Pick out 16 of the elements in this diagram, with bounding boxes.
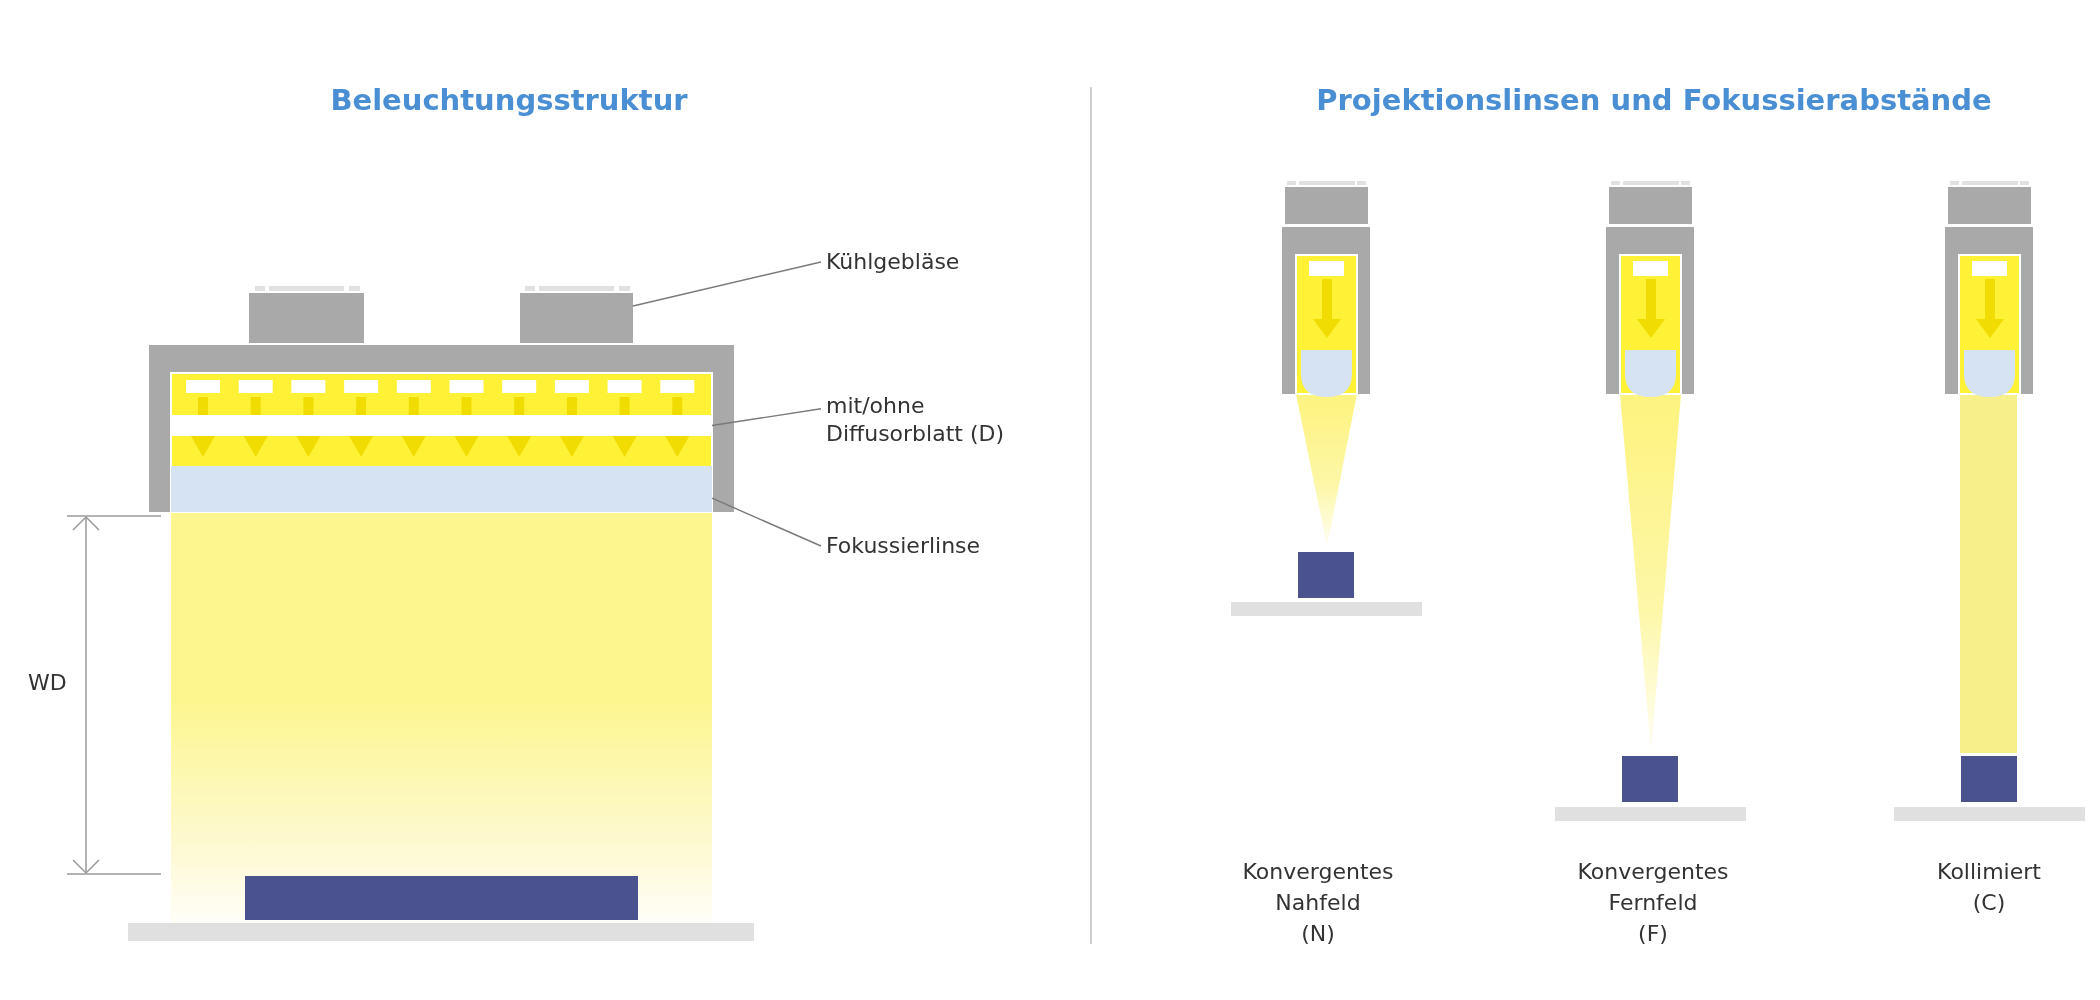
cooling-fan [249, 286, 364, 343]
section-heading: Beleuchtungsstruktur [330, 82, 688, 118]
leader-line [632, 261, 822, 307]
diffuser-slot [171, 415, 712, 436]
caption: Konvergentes Nahfeld (N) [1242, 858, 1394, 948]
dimension-label: WD [28, 669, 67, 697]
callout-label: Kühlgebläse [826, 248, 960, 276]
leader-line [711, 497, 822, 547]
callout-label: mit/ohne Diffusorblatt (D) [826, 392, 1016, 448]
caption: Kollimiert (C) [1937, 858, 2041, 917]
callout-label: Fokussierlinse [826, 532, 981, 560]
section-heading: Projektionslinsen und Fokussierabstände [1316, 82, 1992, 118]
focusing-lens [171, 466, 712, 512]
leader-line [711, 408, 822, 427]
cooling-fan [520, 286, 633, 343]
caption: Konvergentes Fernfeld (F) [1577, 858, 1729, 948]
